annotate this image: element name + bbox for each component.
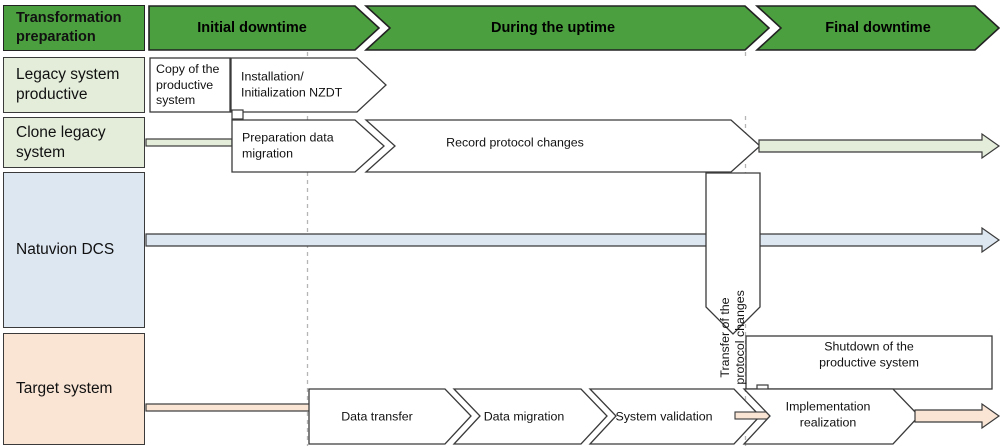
task-label-transfer-of-the-protocol-changes: Transfer of the protocol changes (717, 290, 747, 385)
task-label-preparation-data-migration: Preparation data migration (242, 130, 334, 161)
row-label-text: Clone legacy system (16, 123, 106, 161)
arrow-clone-legacy-continues (758, 132, 1000, 160)
task-label-system-validation: System validation (615, 409, 713, 424)
task-label-data-transfer: Data transfer (341, 409, 413, 424)
shape-data-migration[interactable] (452, 388, 608, 445)
phase-chevron-final-downtime[interactable] (754, 5, 1000, 51)
shape-installation-initialization-nzdt[interactable] (230, 57, 387, 113)
lifeline-clone-legacy-system (145, 138, 233, 147)
row-label-text: Natuvion DCS (16, 241, 115, 259)
row-label-natuvion-dcs: Natuvion DCS (3, 172, 145, 328)
shape-preparation-data-migration[interactable] (231, 119, 385, 173)
phase-label-during-the-uptime: During the uptime (490, 20, 616, 36)
task-label-shutdown-of-the-productive-system: Shutdown of the productive system (819, 339, 919, 370)
shape-implementation-realization[interactable] (742, 388, 920, 445)
phase-chevron-during-the-uptime[interactable] (363, 5, 771, 51)
lifeline-target-system-mid (734, 411, 772, 420)
arrow-target-system-continues (914, 402, 1000, 430)
shape-record-protocol-changes[interactable] (364, 119, 761, 173)
connector-node-legacy-to-clone (231, 109, 244, 120)
task-label-record-protocol-changes: Record protocol changes (446, 135, 584, 150)
row-label-text: Target system (16, 380, 113, 398)
row-label-legacy-system-productive: Legacy system productive (3, 57, 145, 113)
shape-system-validation[interactable] (588, 388, 761, 445)
phase-label-final-downtime: Final downtime (825, 20, 931, 36)
row-label-target-system: Target system (3, 333, 145, 445)
lifeline-target-system (145, 403, 312, 412)
task-label-implementation-realization: Implementation realization (785, 399, 871, 430)
shape-data-transfer[interactable] (308, 388, 472, 445)
shape-transfer-of-the-protocol-changes[interactable] (705, 172, 761, 335)
lifeline-natuvion-dcs (145, 226, 1000, 254)
row-label-transformation-preparation: Transformation preparation (3, 5, 145, 51)
shape-copy-of-the-productive-system[interactable] (149, 57, 231, 113)
shape-shutdown-of-the-productive-system[interactable] (745, 335, 993, 390)
phase-label-initial-downtime: Initial downtime (197, 20, 307, 36)
task-label-installation-initialization-nzdt: Installation/ Initialization NZDT (241, 69, 343, 100)
phase-chevron-initial-downtime[interactable] (148, 5, 381, 51)
task-label-data-migration: Data migration (483, 409, 565, 424)
row-label-text: Transformation preparation (16, 10, 122, 45)
task-label-copy-of-the-productive-system: Copy of the productive system (156, 61, 220, 107)
row-label-text: Legacy system productive (16, 66, 120, 103)
row-label-clone-legacy-system: Clone legacy system (3, 117, 145, 168)
